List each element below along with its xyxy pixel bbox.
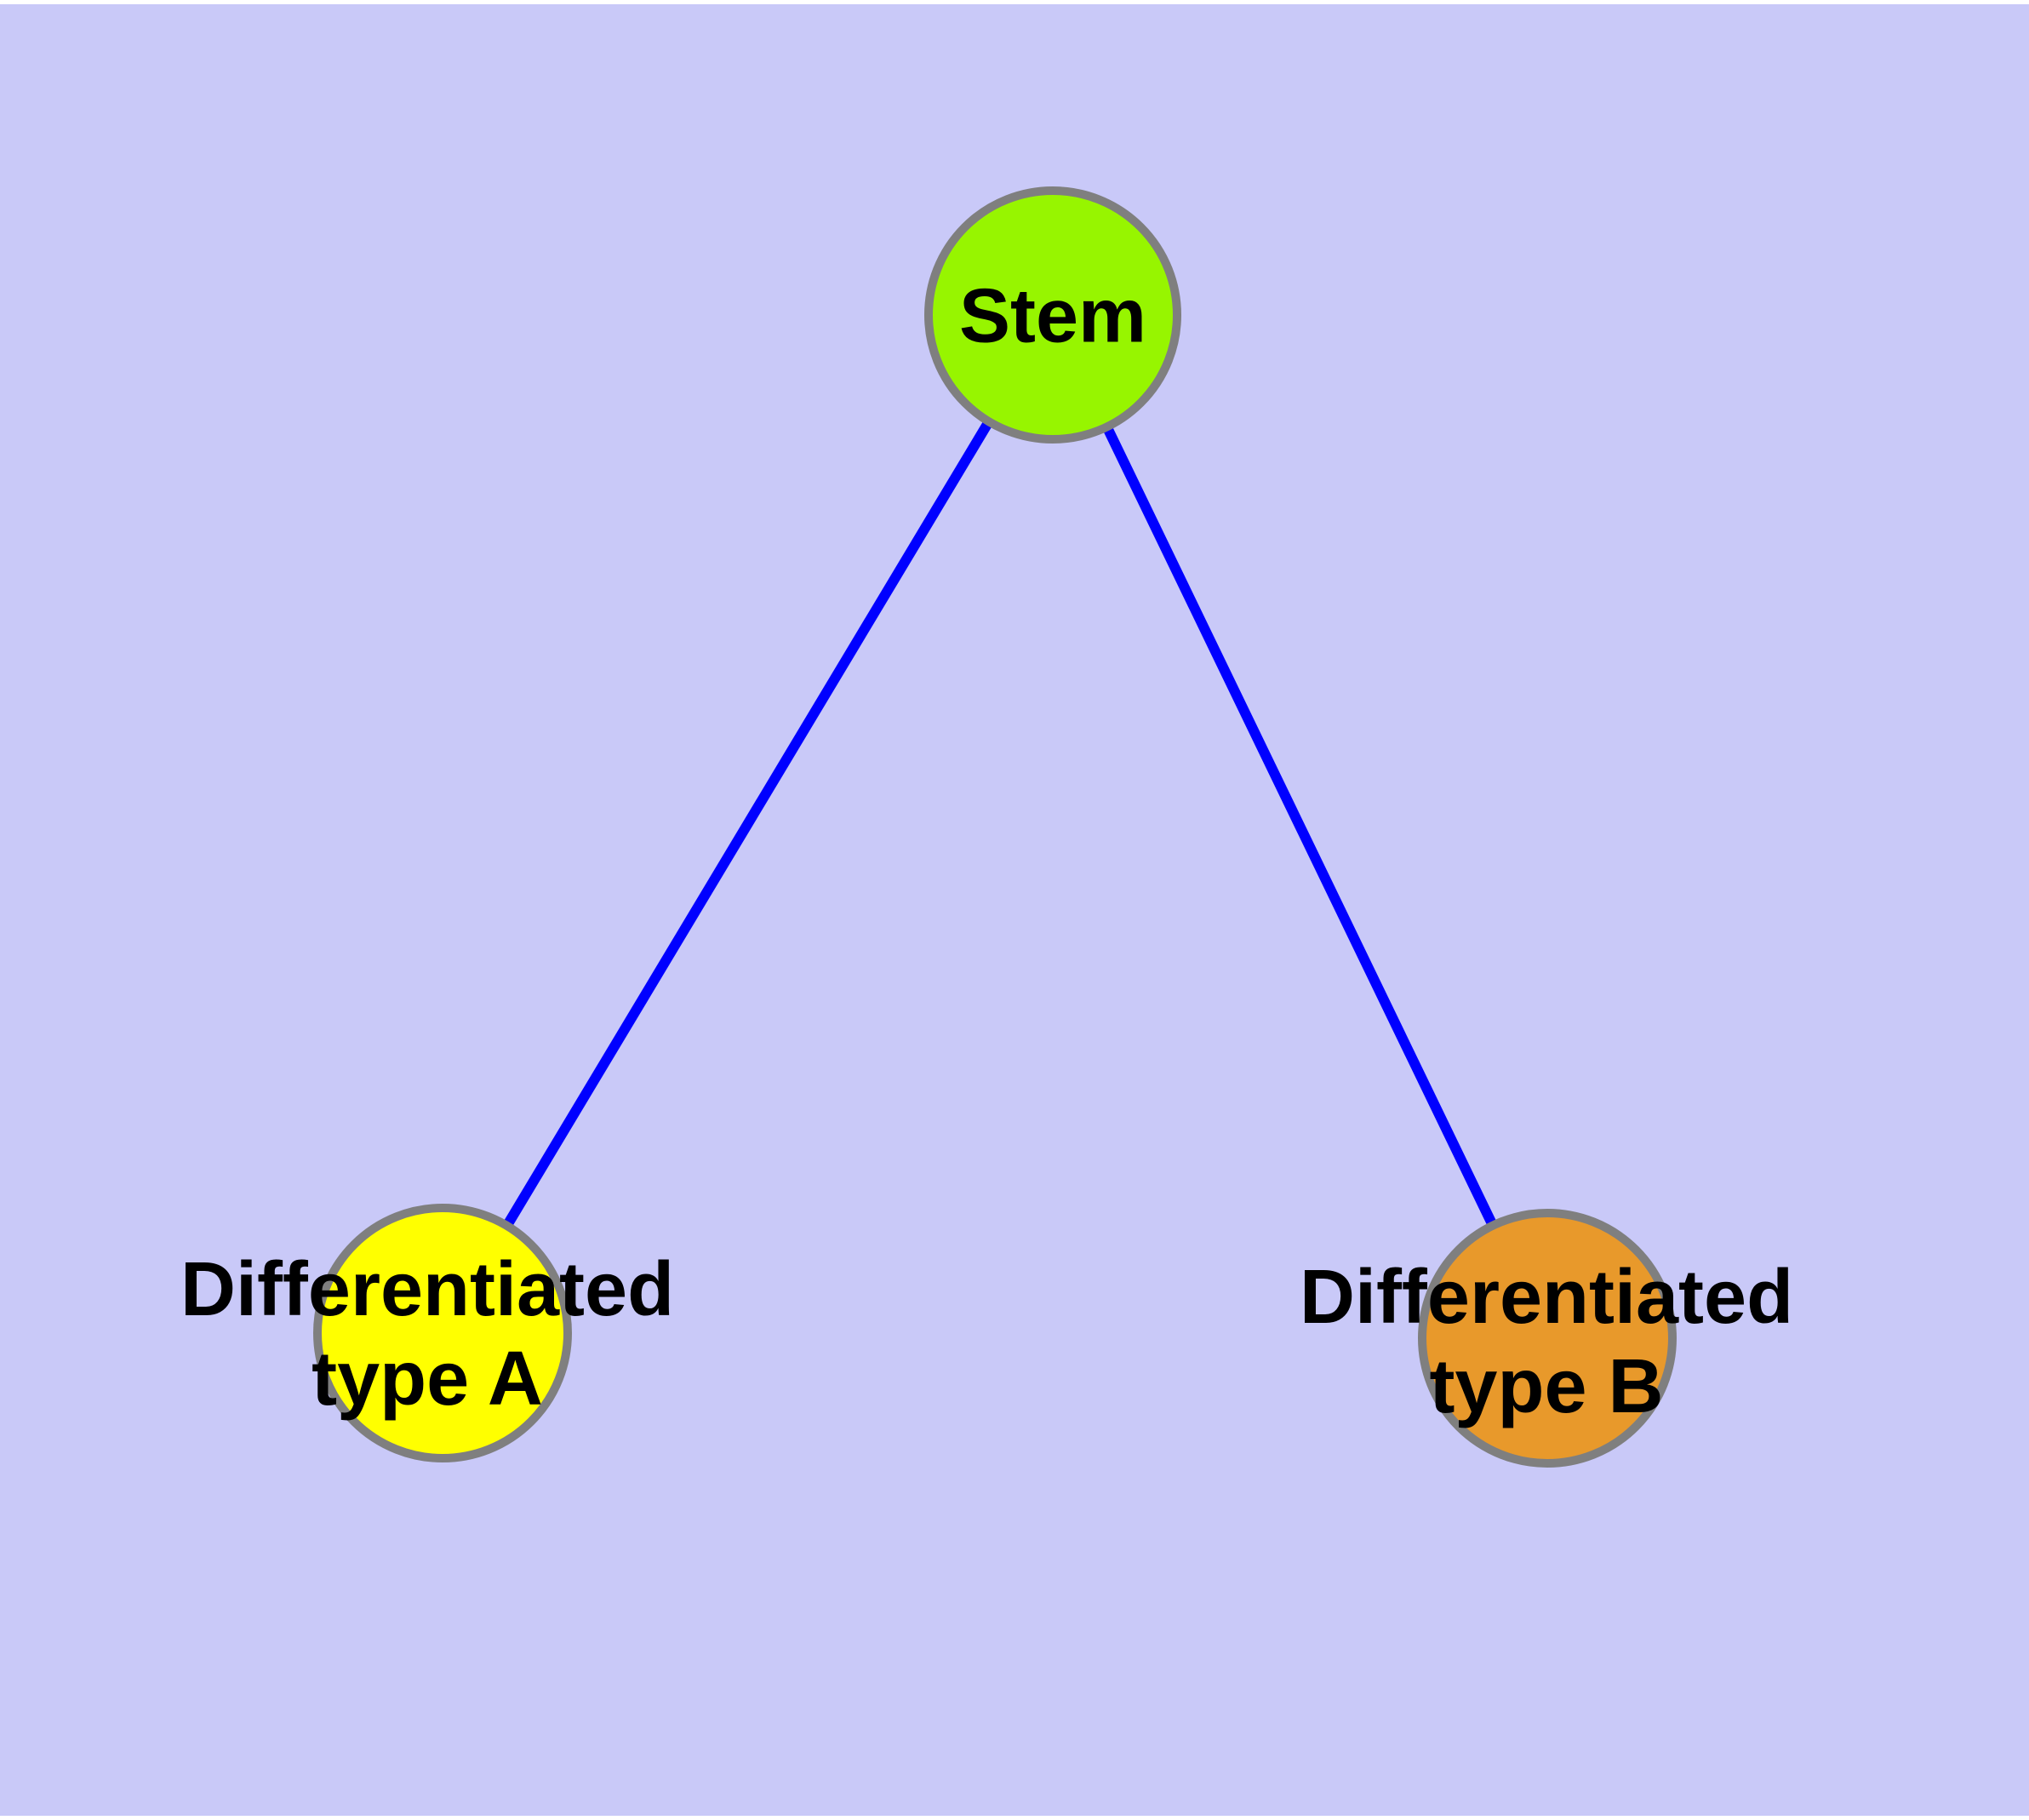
node-label-line: type B [1429,1344,1664,1429]
edge-stem-to-type-b [1048,312,1552,1341]
node-type-a-label: Differentiated type A [180,1245,674,1424]
node-label-line: Differentiated [180,1247,675,1332]
node-label-line: Differentiated [1299,1255,1794,1340]
node-type-b-label: Differentiated type B [1300,1253,1793,1432]
edge-stem-to-type-a [437,312,1058,1336]
node-label-line: Stem [958,273,1147,359]
node-type-b-circle [1418,1209,1677,1468]
node-stem-label: Stem [959,272,1146,362]
node-label-line: type A [311,1336,543,1422]
node-stem-circle [924,186,1181,444]
node-type-a-circle [313,1204,572,1462]
